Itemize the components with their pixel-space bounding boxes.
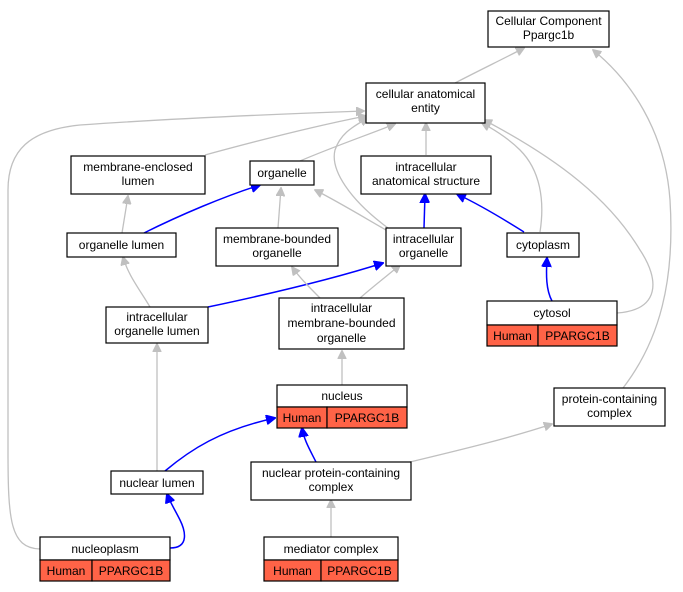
node-organelle[interactable]: organelle	[249, 160, 315, 186]
node-label: mediator complex	[284, 542, 379, 556]
annotation-gene-cell	[537, 324, 618, 347]
edge-imbo-to-mbo	[292, 267, 321, 299]
edge-imbo-to-io	[359, 265, 400, 299]
edge-npcc-to-nucleus	[302, 428, 317, 463]
node-cytoplasm[interactable]: cytoplasm	[506, 232, 580, 258]
nodes-layer: Cellular Component Ppargc1b cellular ana…	[39, 10, 666, 582]
node-label: complex	[309, 480, 354, 494]
edge-cytosol-to-cytoplasm	[547, 258, 553, 302]
edge-cytoplasm-to-cae	[482, 123, 543, 233]
node-label: intracellular	[311, 301, 372, 315]
node-label: anatomical structure	[372, 174, 480, 188]
edge-olumen-to-organelle	[143, 185, 260, 234]
edge-io-to-ias	[424, 194, 425, 229]
edge-io-to-cae	[333, 118, 389, 229]
node-label: organelle	[252, 246, 302, 260]
node-label: intracellular	[393, 232, 454, 246]
node-protein-containing-complex[interactable]: protein-containing complex	[553, 387, 666, 427]
node-intracellular-organelle[interactable]: intracellular organelle	[385, 227, 462, 267]
node-label: cellular anatomical	[376, 87, 475, 101]
node-label: nucleoplasm	[71, 542, 138, 556]
annotation-species: Human	[47, 564, 86, 578]
node-label: nuclear lumen	[119, 476, 194, 490]
annotation-gene: PPARGC1B	[545, 329, 609, 343]
annotation-species: Human	[273, 564, 312, 578]
node-intracellular-anatomical-structure[interactable]: intracellular anatomical structure	[360, 155, 492, 195]
node-label: nucleus	[321, 389, 362, 403]
edge-nucleoplasm-to-nlumen	[167, 494, 186, 549]
node-label: nuclear protein-containing	[262, 466, 400, 480]
node-label: Ppargc1b	[523, 28, 575, 42]
node-nucleoplasm[interactable]: nucleoplasm Human PPARGC1B	[39, 536, 171, 582]
node-label: entity	[411, 101, 440, 115]
edge-nucleoplasm-to-cae	[7, 111, 364, 550]
node-label: organelle	[317, 331, 367, 345]
edge-io-to-organelle	[315, 190, 387, 231]
edge-mbo-to-organelle	[278, 188, 281, 229]
edges-layer	[7, 48, 672, 550]
edge-cytosol-to-cae	[484, 120, 654, 314]
edge-olumen-to-mel	[121, 196, 128, 234]
node-label: lumen	[122, 174, 155, 188]
node-intracellular-organelle-lumen[interactable]: intracellular organelle lumen	[105, 306, 209, 344]
annotation-gene: PPARGC1B	[327, 564, 391, 578]
edge-cae-to-root	[454, 48, 524, 84]
edge-pcc-to-root	[593, 50, 672, 389]
node-label: membrane-enclosed	[83, 160, 192, 174]
node-cellular-anatomical-entity[interactable]: cellular anatomical entity	[365, 82, 486, 124]
node-label: Cellular Component	[495, 14, 602, 28]
annotation-gene: PPARGC1B	[99, 564, 163, 578]
annotation-species: Human	[493, 329, 532, 343]
edge-iol-to-olumen	[123, 257, 151, 308]
node-label: protein-containing	[562, 392, 657, 406]
node-nuclear-protein-containing-complex[interactable]: nuclear protein-containing complex	[250, 461, 412, 501]
node-label: cytoplasm	[516, 238, 570, 252]
annotation-species: Human	[283, 411, 322, 425]
node-membrane-bounded-organelle[interactable]: membrane-bounded organelle	[215, 227, 339, 267]
node-nuclear-lumen[interactable]: nuclear lumen	[110, 470, 204, 495]
node-mediator-complex[interactable]: mediator complex Human PPARGC1B	[263, 536, 399, 582]
node-label: cytosol	[533, 306, 570, 320]
node-label: intracellular	[126, 310, 187, 324]
node-label: complex	[587, 406, 632, 420]
edge-iol-to-io	[207, 263, 383, 308]
node-label: membrane-bounded	[287, 316, 395, 330]
edge-mel-to-cae	[204, 116, 366, 156]
node-label: membrane-bounded	[223, 232, 331, 246]
edge-npcc-to-pcc	[409, 424, 552, 463]
node-organelle-lumen[interactable]: organelle lumen	[66, 232, 177, 258]
annotation-gene-cell	[91, 559, 171, 582]
node-label: organelle lumen	[114, 324, 199, 338]
annotation-gene-cell	[320, 559, 399, 582]
node-label: organelle	[257, 166, 307, 180]
node-cellular-component-root[interactable]: Cellular Component Ppargc1b	[487, 10, 610, 48]
edge-cytoplasm-to-ias	[457, 194, 525, 233]
node-label: intracellular	[395, 160, 456, 174]
node-label: organelle	[399, 246, 449, 260]
node-membrane-enclosed-lumen[interactable]: membrane-enclosed lumen	[70, 155, 206, 195]
annotation-gene: PPARGC1B	[335, 411, 399, 425]
edge-organelle-to-cae	[299, 124, 395, 162]
node-cytosol[interactable]: cytosol Human PPARGC1B	[486, 300, 618, 347]
node-label: organelle lumen	[79, 238, 164, 252]
node-nucleus[interactable]: nucleus Human PPARGC1B	[276, 384, 408, 429]
annotation-gene-cell	[326, 406, 408, 429]
edge-nlumen-to-nucleus	[164, 418, 275, 472]
node-intracellular-membrane-bounded-organelle[interactable]: intracellular membrane-bounded organelle	[278, 297, 405, 350]
